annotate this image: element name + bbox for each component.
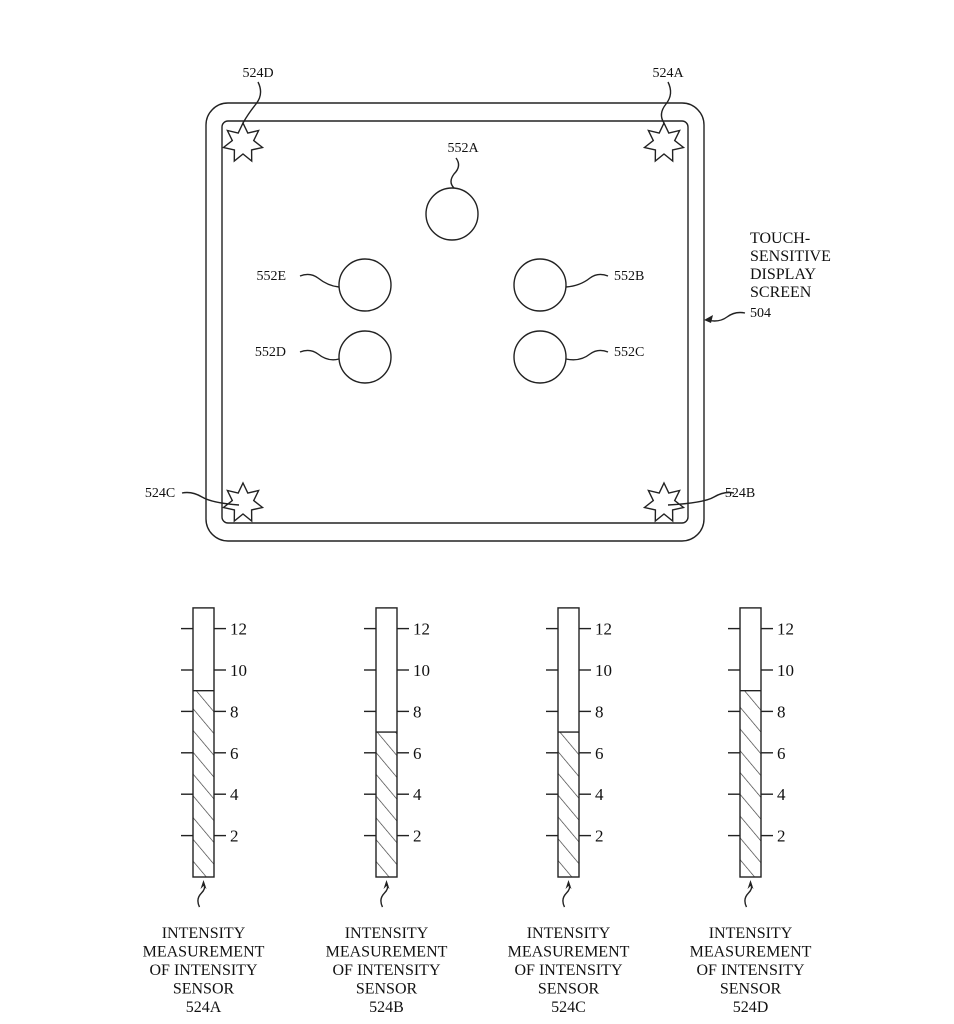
bar-fill [193, 690, 214, 877]
tick-label: 4 [595, 785, 604, 804]
bar-caption-line: MEASUREMENT [690, 944, 812, 961]
bar-frame [375, 607, 398, 878]
arrow-icon [704, 315, 713, 323]
tick-label: 6 [413, 744, 422, 763]
bar-caption-line: 524A [186, 999, 222, 1016]
intensity-sensor-star-icon [642, 121, 686, 163]
contact-circle [513, 258, 567, 312]
tick-label: 2 [413, 827, 422, 846]
intensity-sensor-star-icon [221, 121, 265, 163]
tick-label: 2 [230, 827, 239, 846]
bar-fill [558, 732, 579, 877]
leader-line [299, 349, 340, 361]
tick-label: 8 [230, 702, 239, 721]
device [205, 102, 705, 542]
sensor-label: 524D [242, 66, 273, 81]
screen-label-line: SENSITIVE [750, 248, 831, 265]
bar-caption-line: INTENSITY [709, 925, 793, 942]
leader-line [380, 882, 389, 908]
tick-label: 8 [595, 702, 604, 721]
tick-label: 6 [595, 744, 604, 763]
contact-label: 552B [614, 269, 644, 284]
leader-line [181, 491, 240, 506]
leader-line [565, 273, 609, 288]
contact-label: 552C [614, 345, 644, 360]
tick-label: 4 [777, 785, 786, 804]
bar-caption-line: MEASUREMENT [326, 944, 448, 961]
sensor-label: 524A [652, 66, 684, 81]
device-outer-frame [205, 102, 705, 542]
leader-line [706, 311, 746, 322]
bar-frame [557, 607, 580, 878]
bar-frame [192, 607, 215, 878]
screen-ref: 504 [750, 306, 771, 321]
bar-fill [740, 690, 761, 877]
tick-label: 10 [595, 661, 612, 680]
bar-caption-line: OF INTENSITY [150, 962, 258, 979]
contact-circle [338, 330, 392, 384]
leader-line [299, 273, 340, 288]
bar-caption-line: SENSOR [173, 981, 235, 998]
bar-caption-line: MEASUREMENT [143, 944, 265, 961]
tick-label: 8 [777, 702, 786, 721]
sensor-label: 524B [725, 486, 755, 501]
bar-caption-line: INTENSITY [162, 925, 246, 942]
tick-label: 4 [413, 785, 422, 804]
bar-fill [376, 732, 397, 877]
leader-line [565, 349, 609, 361]
intensity-sensor-star-icon [221, 481, 265, 523]
leader-line [667, 491, 735, 506]
tick-label: 2 [777, 827, 786, 846]
tick-label: 6 [230, 744, 239, 763]
bar-caption-line: MEASUREMENT [508, 944, 630, 961]
bar-caption-line: OF INTENSITY [697, 962, 805, 979]
screen-label-line: SCREEN [750, 284, 812, 301]
contact-label: 552D [255, 345, 286, 360]
screen-label-line: TOUCH- [750, 230, 810, 247]
bar-caption-line: 524C [551, 999, 586, 1016]
tick-label: 12 [230, 620, 247, 639]
tick-label: 10 [230, 661, 247, 680]
bar-caption-line: SENSOR [356, 981, 418, 998]
bar-caption-line: SENSOR [538, 981, 600, 998]
bar-caption-line: SENSOR [720, 981, 782, 998]
leader-line [562, 882, 571, 908]
contact-circle [338, 258, 392, 312]
tick-label: 8 [413, 702, 422, 721]
tick-label: 12 [595, 620, 612, 639]
tick-label: 2 [595, 827, 604, 846]
sensor-label: 524C [145, 486, 175, 501]
bar-caption-line: INTENSITY [527, 925, 611, 942]
leader-line [450, 157, 460, 189]
tick-label: 12 [413, 620, 430, 639]
tick-label: 10 [777, 661, 794, 680]
bar-caption-line: 524B [369, 999, 404, 1016]
leader-line [660, 81, 672, 124]
bar-caption-line: OF INTENSITY [515, 962, 623, 979]
tick-label: 10 [413, 661, 430, 680]
contact-label: 552A [447, 141, 479, 156]
bar-caption-line: OF INTENSITY [333, 962, 441, 979]
tick-label: 12 [777, 620, 794, 639]
leader-line [197, 882, 206, 908]
tick-label: 6 [777, 744, 786, 763]
intensity-sensor-star-icon [642, 481, 686, 523]
tick-label: 4 [230, 785, 239, 804]
bar-frame [739, 607, 762, 878]
display-screen [221, 120, 689, 524]
leader-line [242, 81, 262, 124]
bar-caption-line: INTENSITY [345, 925, 429, 942]
contact-circle [425, 187, 479, 241]
contact-label: 552E [256, 269, 286, 284]
bar-caption-line: 524D [733, 999, 769, 1016]
screen-label-line: DISPLAY [750, 266, 817, 283]
screen-label: TOUCH- SENSITIVE DISPLAY SCREEN 504 [704, 230, 831, 323]
contact-circle [513, 330, 567, 384]
leader-line [744, 882, 753, 908]
